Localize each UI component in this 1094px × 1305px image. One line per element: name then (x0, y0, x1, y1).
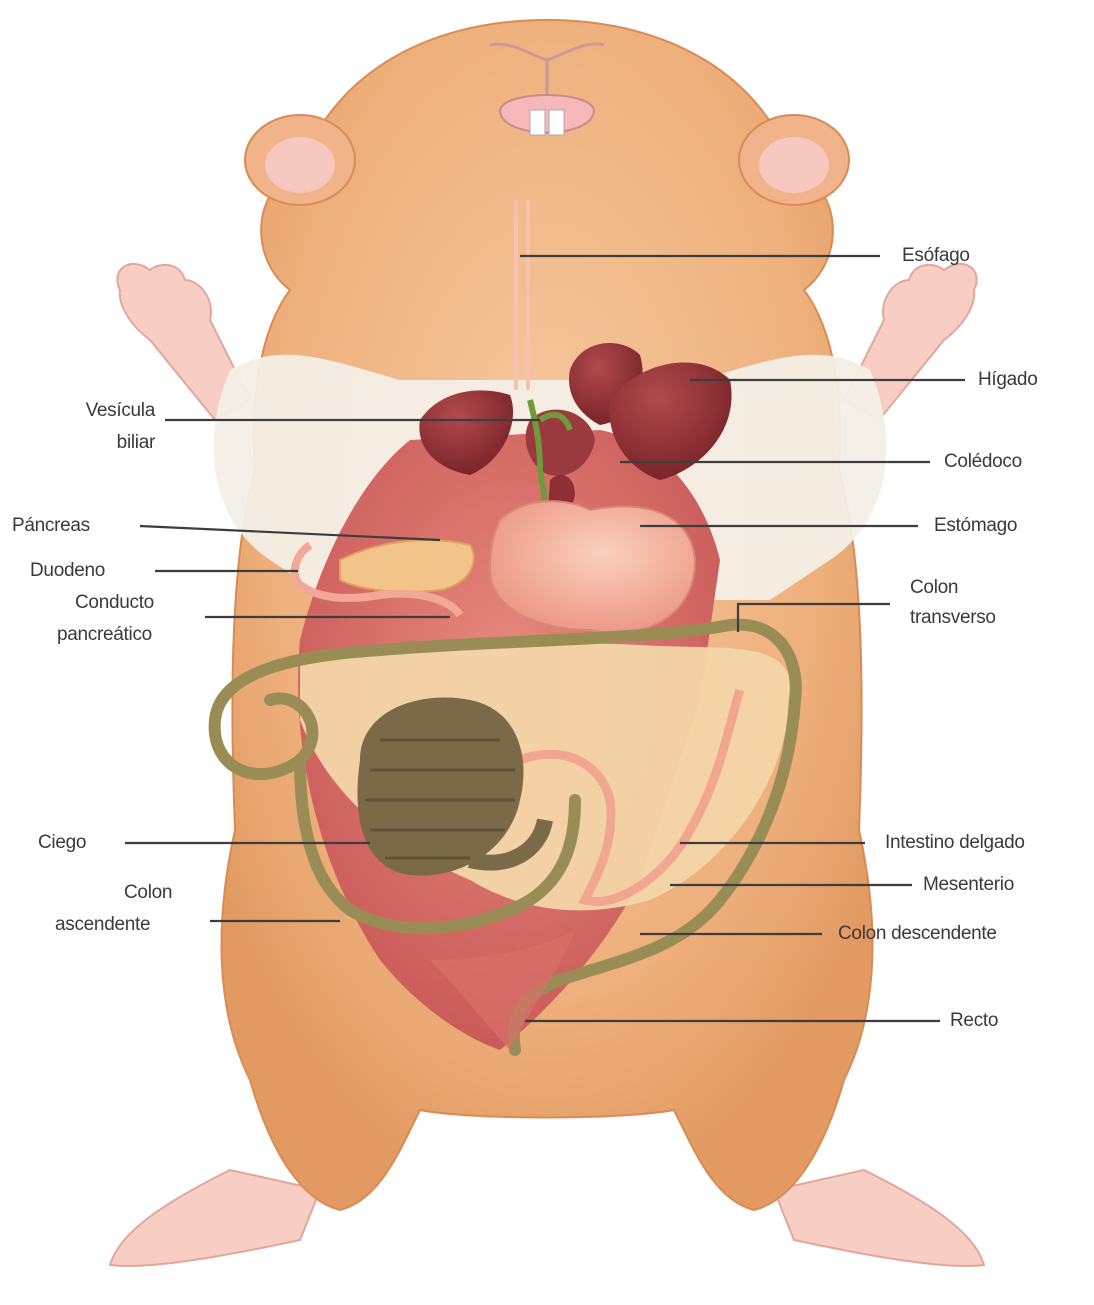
label-conducto-line2: pancreático (57, 620, 152, 650)
label-recto: Recto (950, 1006, 998, 1036)
label-ciego: Ciego (38, 828, 86, 858)
label-mesenterio: Mesenterio (923, 870, 1014, 900)
label-pancreas: Páncreas (12, 511, 90, 541)
label-colon-transverso-line1: Colon (910, 573, 958, 603)
label-higado: Hígado (978, 365, 1037, 395)
label-duodeno: Duodeno (30, 556, 105, 586)
stomach-shape (490, 501, 695, 632)
label-estomago: Estómago (934, 511, 1017, 541)
hind-feet (110, 1170, 984, 1266)
label-colon-ascendente-line2: ascendente (55, 910, 150, 940)
label-vesicula-line1: Vesícula (55, 396, 155, 426)
label-colon-descendente: Colon descendente (838, 919, 997, 949)
label-coledoco: Colédoco (944, 447, 1022, 477)
label-vesicula-line2: biliar (55, 428, 155, 458)
label-esofago: Esófago (902, 241, 970, 271)
label-colon-ascendente-line1: Colon (124, 878, 172, 908)
label-colon-transverso-line2: transverso (910, 603, 996, 633)
label-intestino-delgado: Intestino delgado (885, 828, 1025, 858)
label-conducto-line1: Conducto (75, 588, 154, 618)
